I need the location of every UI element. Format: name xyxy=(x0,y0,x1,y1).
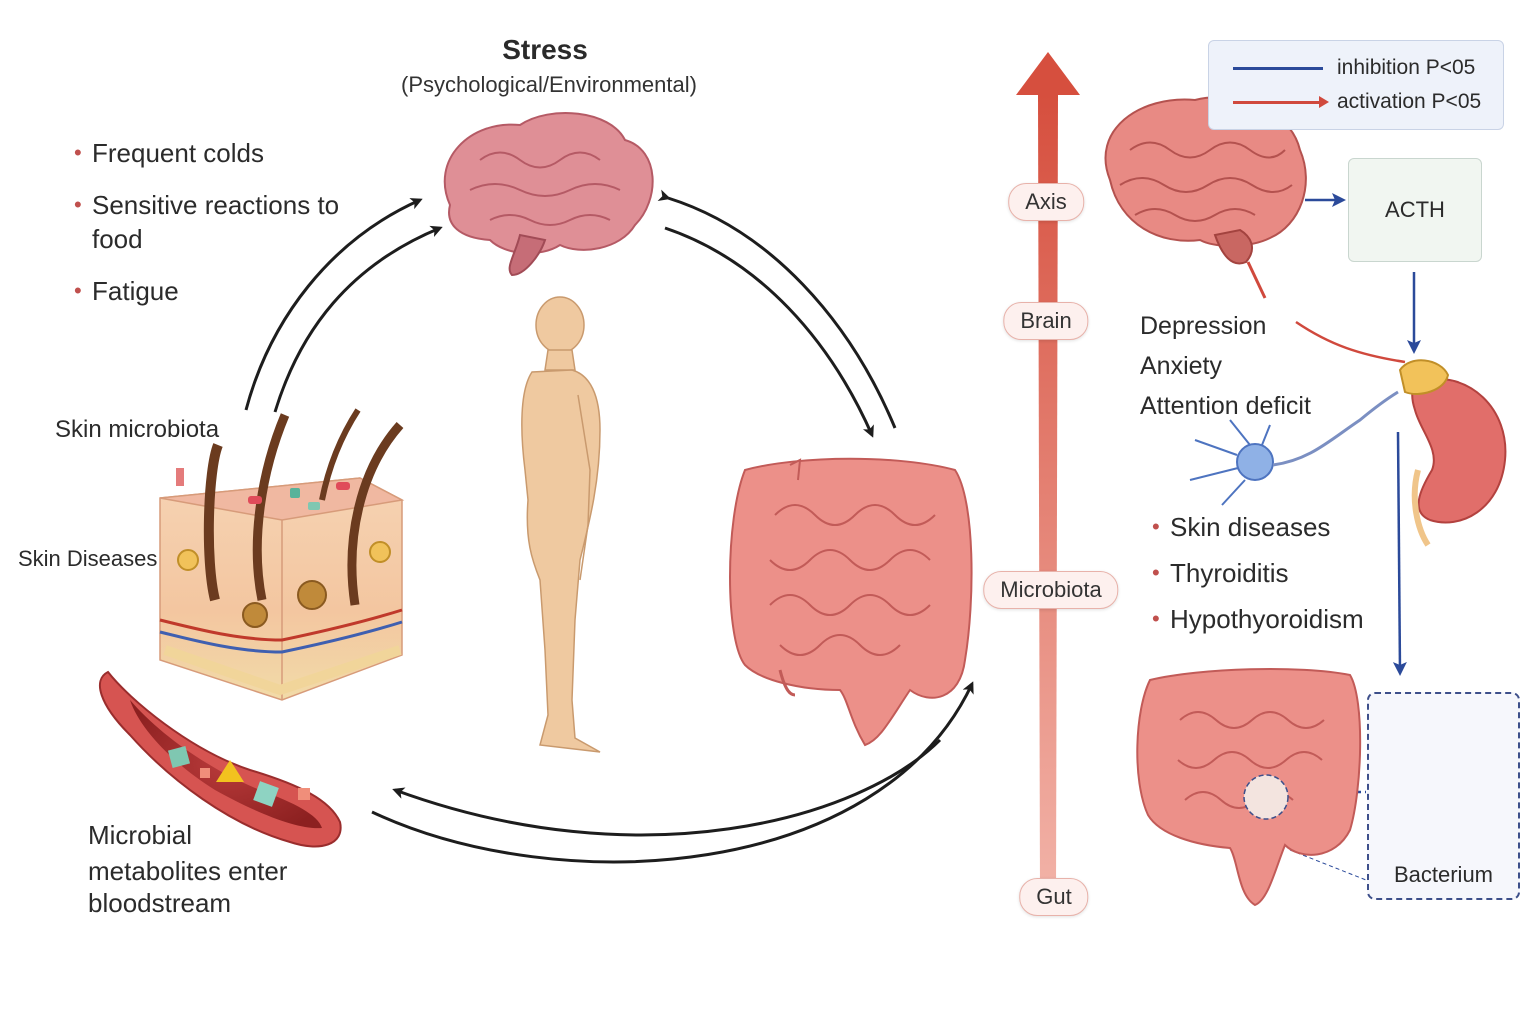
acth-label: ACTH xyxy=(1385,197,1445,222)
right-brain-illustration xyxy=(1104,96,1307,299)
mental-effect-item: Attention deficit xyxy=(1140,392,1311,420)
neuron-illustration xyxy=(1189,390,1399,506)
legend-activation: activation P<05 xyxy=(1233,87,1481,117)
kidney-illustration xyxy=(1398,359,1507,547)
legend-activation-label: activation P<05 xyxy=(1337,90,1482,113)
blood-vessel-illustration xyxy=(99,670,342,848)
bacterium-label: Bacterium xyxy=(1393,862,1494,887)
activation-arrowhead xyxy=(1319,95,1329,108)
mental-effects-list: Depression Anxiety Attention deficit xyxy=(1140,306,1311,426)
bacterium-box: Bacterium xyxy=(1367,692,1520,900)
skin-illustration xyxy=(159,408,405,701)
axis-arrow xyxy=(1016,52,1080,900)
brain-illustration xyxy=(443,112,654,277)
cycle-arrows xyxy=(244,189,974,864)
symptom-list: Frequent colds Sensitive reactions to fo… xyxy=(74,136,374,326)
axis-pill-microbiota: Microbiota xyxy=(983,571,1119,609)
symptom-item: Frequent colds xyxy=(74,136,374,170)
axis-pill-axis: Axis xyxy=(1008,183,1084,221)
gut-illustration xyxy=(729,457,973,747)
page-title: Stress xyxy=(502,34,588,65)
activation-arrow-swatch xyxy=(1233,95,1329,108)
metabolites-label-line-2: metabolites enter xyxy=(88,856,288,886)
acth-box: ACTH xyxy=(1348,158,1482,262)
legend-inhibition-label: inhibition P<05 xyxy=(1337,56,1476,79)
legend-box: inhibition P<05 activation P<05 xyxy=(1208,40,1504,130)
symptom-item: Fatigue xyxy=(74,274,374,308)
right-gut-illustration xyxy=(1136,667,1362,907)
mental-effect-item: Anxiety xyxy=(1140,352,1222,380)
skin-diseases-label: Skin Diseases xyxy=(18,546,158,571)
skin-microbiota-label: Skin microbiota xyxy=(55,416,220,443)
disease-list: Skin diseases Thyroiditis Hypothyoroidis… xyxy=(1152,510,1364,648)
human-figure xyxy=(521,296,601,753)
disease-item: Skin diseases xyxy=(1152,510,1364,544)
disease-item: Thyroiditis xyxy=(1152,556,1364,590)
axis-pill-brain: Brain xyxy=(1003,302,1089,340)
mental-effect-item: Depression xyxy=(1140,312,1267,340)
symptom-item: Sensitive reactions to food xyxy=(74,188,354,256)
disease-item: Hypothyoroidism xyxy=(1152,602,1364,636)
metabolites-label-line-3: bloodstream xyxy=(88,888,232,918)
inhibition-line-swatch xyxy=(1233,66,1323,70)
legend-inhibition: inhibition P<05 xyxy=(1233,53,1475,83)
activation-curve xyxy=(1295,320,1406,364)
page-subtitle: (Psychological/Environmental) xyxy=(401,72,697,97)
metabolites-label-line-1: Microbial xyxy=(88,820,193,850)
axis-pill-gut: Gut xyxy=(1019,878,1089,916)
